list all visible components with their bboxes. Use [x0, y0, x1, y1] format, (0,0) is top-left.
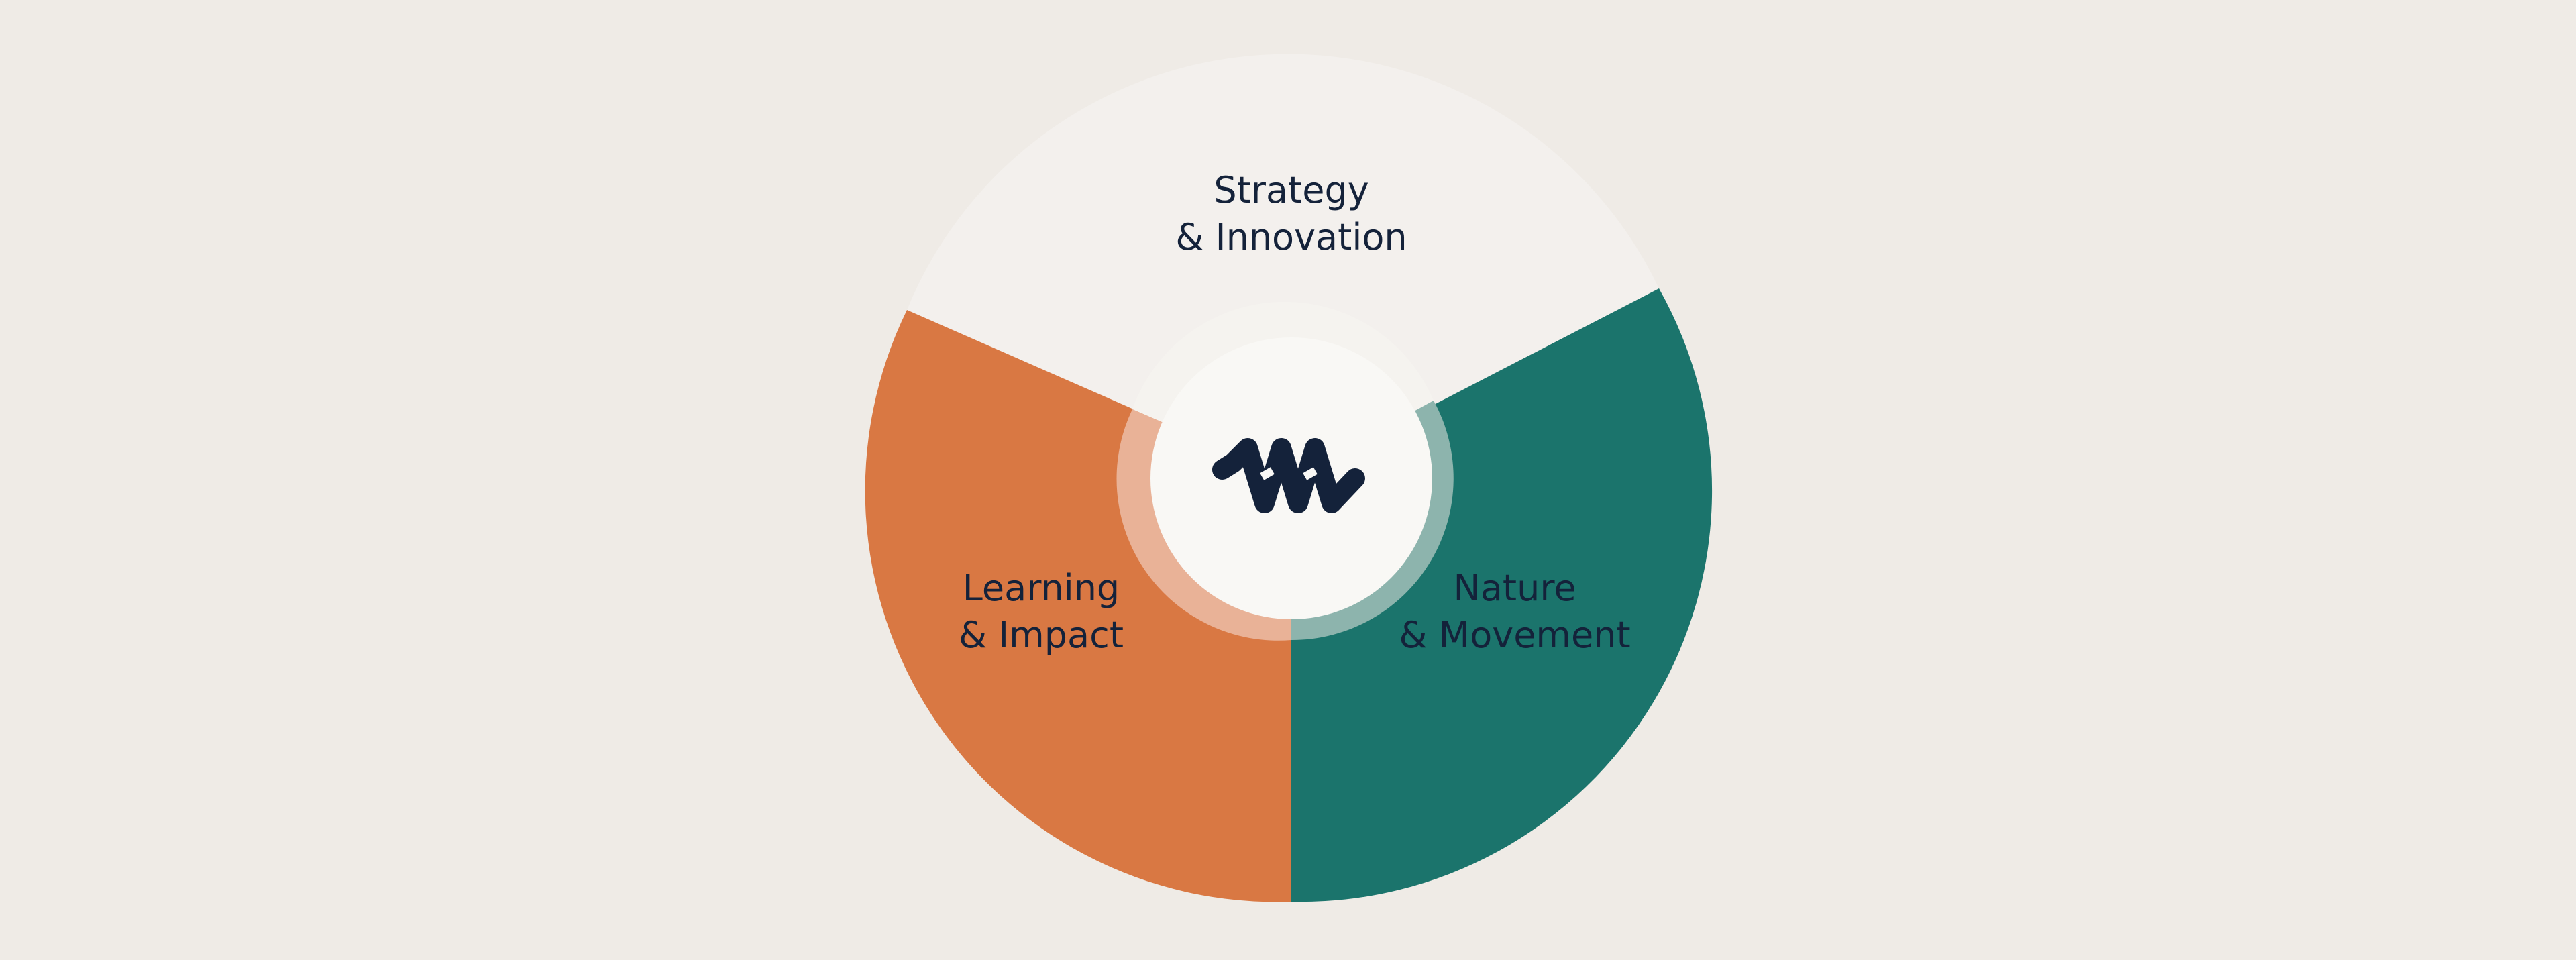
- segment-strategy-innovation: [907, 54, 1659, 478]
- strategy-label-line2: & Innovation: [1175, 216, 1407, 258]
- logo-icon: [1212, 438, 1365, 513]
- nature-label-line2: & Movement: [1399, 614, 1630, 656]
- strategy-label-line1: Strategy: [1214, 169, 1368, 211]
- nature-label-line1: Nature: [1453, 567, 1576, 609]
- logo-accent-marks: [1260, 467, 1318, 480]
- learning-label-line1: Learning: [963, 567, 1120, 609]
- learning-label-line2: & Impact: [959, 614, 1124, 656]
